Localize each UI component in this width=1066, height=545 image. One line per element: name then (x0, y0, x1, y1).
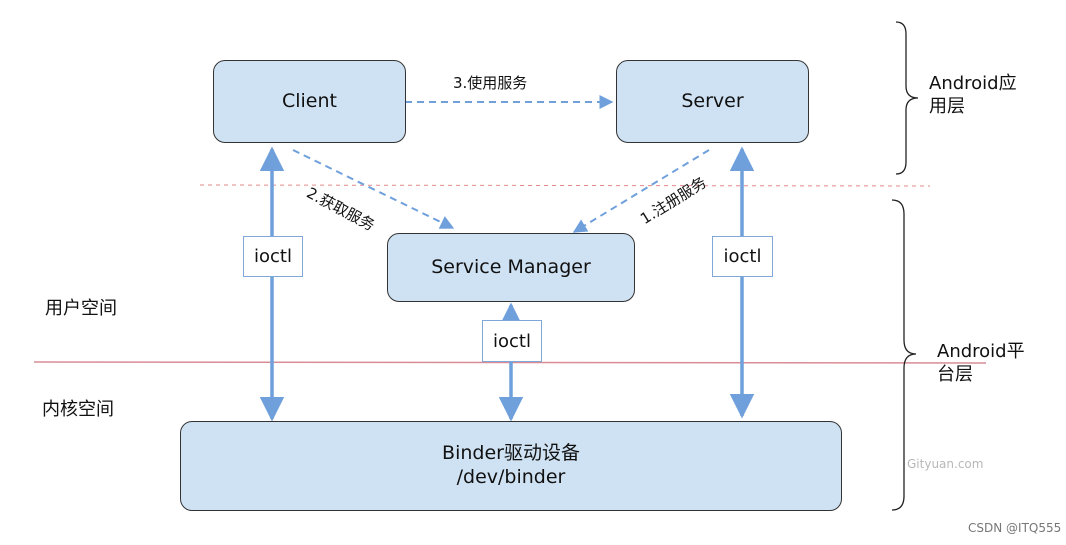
platform-layer-line2: 台层 (937, 364, 973, 386)
server-node: Server (616, 60, 809, 143)
binder-label-line1: Binder驱动设备 (442, 442, 580, 465)
client-label: Client (281, 89, 337, 112)
gityuan-watermark: Gityuan.com (907, 457, 984, 471)
register-service-arrow (572, 149, 710, 233)
kernel-space-label: 内核空间 (42, 399, 114, 420)
ioctl-server: ioctl (712, 236, 773, 277)
app-layer-label: Android应 用层 (929, 72, 1017, 119)
client-node: Client (213, 60, 406, 143)
csdn-watermark: CSDN @ITQ555 (968, 521, 1062, 535)
platform-layer-line1: Android平 (937, 341, 1025, 362)
ioctl-server-label: ioctl (723, 246, 762, 267)
app-layer-divider (199, 184, 931, 187)
service-manager-node: Service Manager (387, 233, 635, 302)
ioctl-client: ioctl (243, 236, 303, 277)
platform-layer-brace (891, 199, 917, 511)
user-space-label: 用户空间 (45, 298, 117, 319)
binder-label-line2: /dev/binder (456, 466, 566, 488)
use-service-label: 3.使用服务 (453, 74, 528, 92)
platform-layer-label: Android平 台层 (937, 340, 1025, 387)
ioctl-sm-label: ioctl (493, 330, 531, 352)
binder-driver-node: Binder驱动设备 /dev/binder (180, 421, 842, 511)
app-layer-line1: Android应 (929, 73, 1017, 94)
ioctl-service-manager: ioctl (482, 320, 542, 362)
ioctl-client-label: ioctl (254, 246, 292, 267)
server-label: Server (681, 89, 744, 112)
service-manager-label: Service Manager (431, 255, 591, 278)
app-layer-brace (895, 21, 919, 175)
get-service-arrow (292, 149, 455, 229)
app-layer-line2: 用层 (929, 96, 965, 118)
